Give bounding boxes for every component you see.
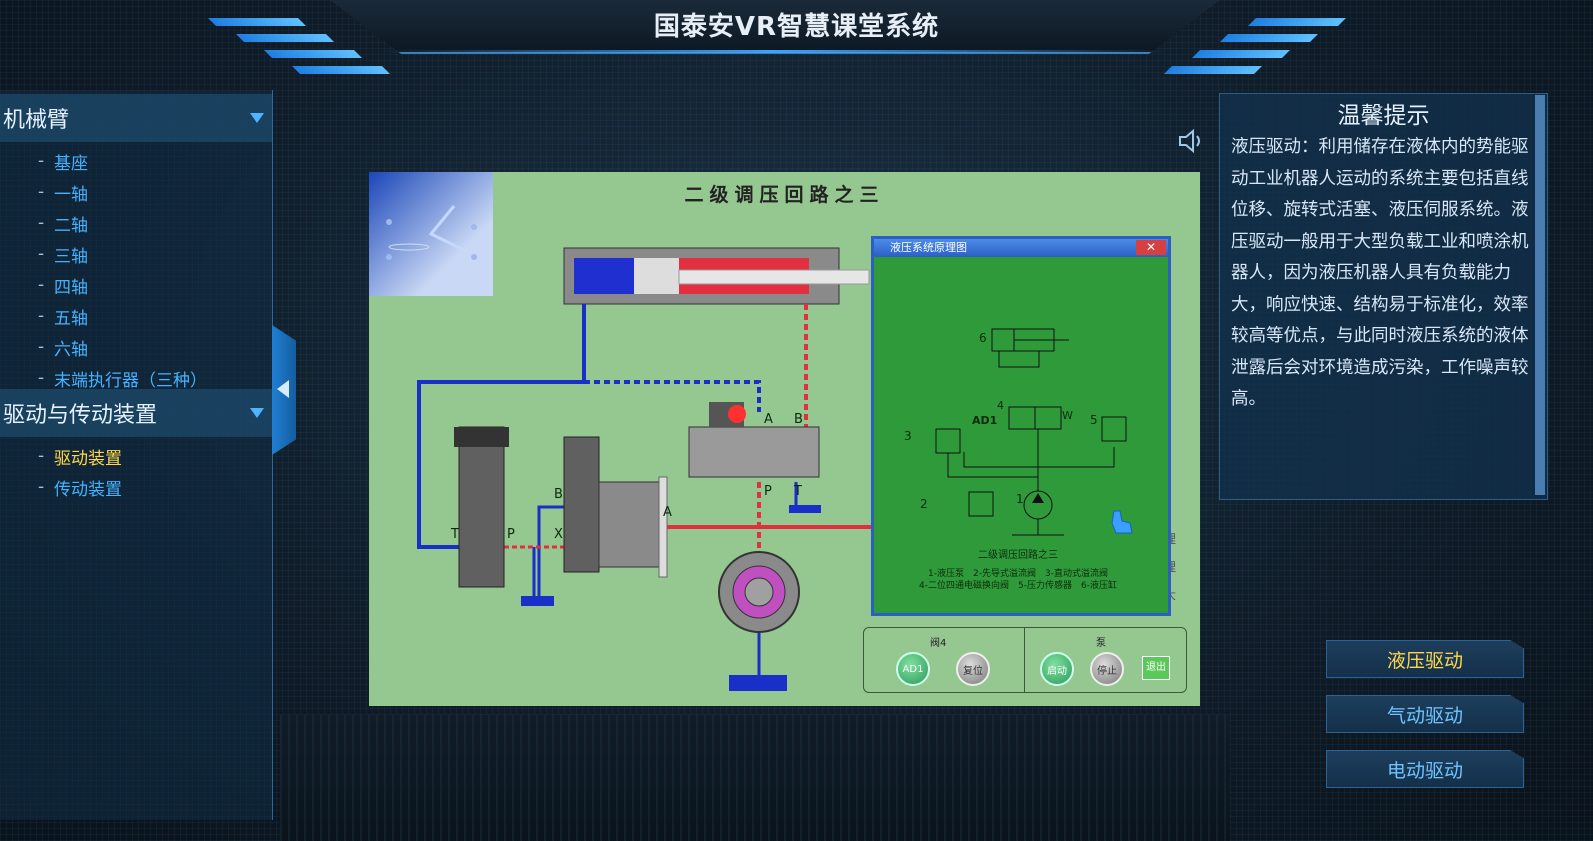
sidebar-item-base[interactable]: -基座 xyxy=(38,151,88,174)
sidebar-item-transmission-device[interactable]: -传动装置 xyxy=(38,477,122,500)
tip-scrollbar[interactable] xyxy=(1535,95,1545,495)
section-header-drive[interactable]: 驱动与传动装置 xyxy=(0,389,272,437)
sidebar-item-axis3[interactable]: -三轴 xyxy=(38,244,88,267)
schematic-label-ad1: AD1 xyxy=(972,414,998,427)
sidebar-item-axis5[interactable]: -五轴 xyxy=(38,306,88,329)
thumbnail-graphic xyxy=(386,205,477,260)
sidebar-item-axis6[interactable]: -六轴 xyxy=(38,337,88,360)
panel-divider xyxy=(1024,628,1025,692)
stop-button[interactable]: 停止 xyxy=(1090,652,1124,686)
port-label-t2: T xyxy=(451,527,459,542)
section-label: 机械臂 xyxy=(3,108,70,133)
pneumatic-drive-button[interactable]: 气动驱动 xyxy=(1326,695,1524,733)
port-label-a: A xyxy=(764,412,773,427)
pump-group-label: 泵 xyxy=(1096,638,1106,649)
port-label-p: P xyxy=(764,484,772,499)
hydraulic-circuit xyxy=(417,247,871,691)
popup-title: 液压系统原理图 xyxy=(890,241,967,254)
port-label-x: X xyxy=(554,527,563,542)
app-title: 国泰安VR智慧课堂系统 xyxy=(653,12,940,42)
schematic-diagram xyxy=(935,328,1127,536)
schematic-legend-line1: 1-液压泵 2-先导式溢流阀 3-直动式溢流阀 xyxy=(928,569,1108,579)
schematic-popup: 液压系统原理图 ✕ 6 4 AD1 W 5 3 2 1 xyxy=(871,236,1171,616)
close-icon[interactable]: ✕ xyxy=(1136,240,1166,255)
schematic-label-5: 5 xyxy=(1090,413,1098,427)
scene-thumbnail[interactable] xyxy=(369,172,493,296)
valve-group-label: 阀4 xyxy=(930,638,947,649)
schematic-label-1: 1 xyxy=(1016,492,1024,506)
schematic-caption: 二级调压回路之三 xyxy=(978,550,1058,561)
tip-body: 液压驱动：利用储存在液体内的势能驱动工业机器人运动的系统主要包括直线位移、旋转式… xyxy=(1231,137,1529,409)
port-label-b2: B xyxy=(554,487,563,502)
section-header-robot-arm[interactable]: 机械臂 xyxy=(0,94,272,142)
schematic-label-2: 2 xyxy=(920,497,928,511)
chevron-down-icon xyxy=(250,113,264,123)
sidebar-item-drive-device[interactable]: -驱动装置 xyxy=(38,446,122,469)
header-glow xyxy=(380,50,1170,53)
sidebar-collapse-button[interactable] xyxy=(272,325,296,455)
hydraulic-simulation: 二级调压回路之三 A B P xyxy=(369,172,1200,706)
sidebar-item-end-effector[interactable]: -末端执行器（三种） xyxy=(38,368,207,391)
schematic-label-3: 3 xyxy=(904,429,912,443)
simulation-title: 二级调压回路之三 xyxy=(684,184,885,206)
sidebar-item-axis4[interactable]: -四轴 xyxy=(38,275,88,298)
tip-title: 温馨提示 xyxy=(1337,103,1430,129)
schematic-label-6: 6 xyxy=(979,331,987,345)
left-sidebar: 机械臂 -基座 -一轴 -二轴 -三轴 -四轴 -五轴 -六轴 -末端执行器（三… xyxy=(0,90,273,820)
exit-button[interactable]: 退出 xyxy=(1142,656,1170,680)
start-button[interactable]: 启动 xyxy=(1040,652,1074,686)
section-label: 驱动与传动装置 xyxy=(3,403,158,428)
port-label-t: T xyxy=(794,484,802,499)
chevron-down-icon xyxy=(250,408,264,418)
sidebar-item-axis2[interactable]: -二轴 xyxy=(38,213,88,236)
control-panel: 阀4 泵 AD1 复位 启动 停止 退出 xyxy=(863,627,1187,693)
header-bar xyxy=(330,0,1220,54)
hydraulic-drive-button[interactable]: 液压驱动 xyxy=(1326,640,1524,678)
ad1-button[interactable]: AD1 xyxy=(896,652,930,686)
popup-titlebar[interactable]: 液压系统原理图 ✕ xyxy=(874,239,1168,257)
electric-drive-button[interactable]: 电动驱动 xyxy=(1326,750,1524,788)
floor-decoration xyxy=(280,715,1230,841)
schematic-legend-line2: 4-二位四通电磁换向阀 5-压力传感器 6-液压缸 xyxy=(919,581,1117,591)
speaker-icon[interactable] xyxy=(1176,126,1206,156)
pointer-hand-icon xyxy=(1111,510,1133,534)
port-label-a2: A xyxy=(663,505,672,520)
schematic-label-w: W xyxy=(1062,409,1073,422)
chevron-left-icon xyxy=(277,380,289,398)
tip-panel: 温馨提示 液压驱动：利用储存在液体内的势能驱动工业机器人运动的系统主要包括直线位… xyxy=(1219,93,1548,500)
port-label-p2: P xyxy=(507,527,515,542)
reset-button[interactable]: 复位 xyxy=(956,652,990,686)
schematic-label-4: 4 xyxy=(997,399,1004,412)
port-label-b: B xyxy=(794,412,803,427)
sidebar-item-axis1[interactable]: -一轴 xyxy=(38,182,88,205)
